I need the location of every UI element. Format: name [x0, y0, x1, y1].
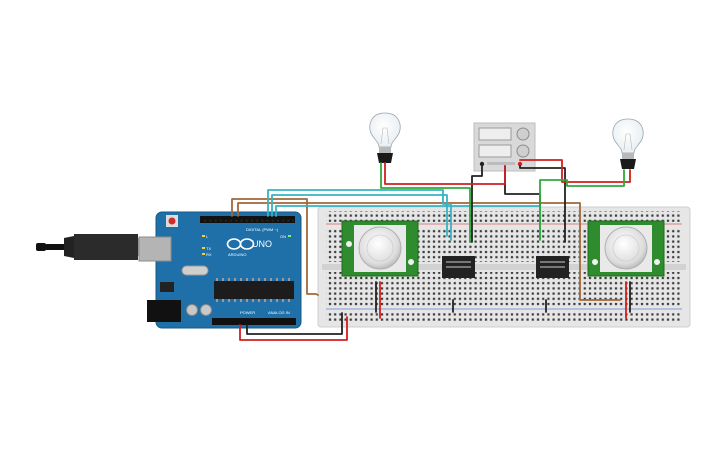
wire-ps-neg-relay-left [471, 165, 483, 243]
analog-header-label: ANALOG IN [268, 310, 290, 315]
led-l [202, 235, 205, 237]
breadboard-top-rail [326, 211, 682, 222]
crystal-oscillator [181, 265, 209, 276]
pir-pot-1 [346, 241, 352, 247]
bulb-base [622, 153, 634, 159]
power-supply-knob-2[interactable] [516, 144, 530, 158]
power-supply-display-1 [478, 127, 512, 141]
breadboard-bottom-strip [326, 272, 682, 306]
bulb-filament [623, 133, 633, 151]
wire-teal-left-2 [271, 194, 448, 237]
relay-marking [446, 261, 471, 263]
pir-dome-ring [366, 234, 394, 262]
pir-sensor-left [341, 220, 419, 277]
capacitor-2 [200, 304, 212, 316]
pir-pot-1 [592, 259, 598, 265]
wire-ps-common [504, 165, 541, 207]
pir-sensor-right [587, 220, 665, 277]
power-analog-header [212, 318, 296, 325]
wire-red-5v [239, 316, 348, 341]
arduino-uno: UNO ARDUINO DIGITAL (PWM ~) POWER ANALOG… [138, 211, 302, 329]
bulb-filament [380, 127, 390, 145]
power-supply-knob-1[interactable] [516, 127, 530, 141]
tx-label: TX [206, 246, 211, 251]
power-supply-display-2 [478, 144, 512, 158]
bulb-right [612, 118, 644, 169]
power-header-label: POWER [240, 310, 255, 315]
usb-plug-body [74, 234, 138, 260]
digital-header-pins [201, 217, 294, 222]
dc-power-jack [147, 300, 181, 322]
wire-teal-left [267, 189, 452, 241]
reset-button-cap[interactable] [168, 217, 176, 225]
voltage-regulator [160, 282, 174, 292]
arduino-infinity-logo [226, 238, 255, 250]
chip-pins [216, 278, 290, 302]
led-tx [202, 247, 205, 249]
bulb-socket [377, 153, 393, 163]
relay-marking [540, 266, 565, 268]
power-supply [473, 122, 536, 172]
wire-green-bulb-left [380, 162, 471, 243]
usb-strain-relief [64, 236, 74, 258]
breadboard-bottom-rail [326, 311, 682, 322]
pir-pot-2 [408, 259, 414, 265]
power-supply-switch[interactable] [487, 162, 515, 165]
wire-red-bulb-left [384, 162, 506, 185]
breadboard-channel [322, 264, 686, 270]
bulb-glass [612, 118, 644, 154]
l-label: L [206, 234, 209, 239]
pir-dome-ring [612, 234, 640, 262]
bulb-glass [369, 112, 401, 148]
digital-header-label: DIGITAL (PWM ~) [246, 227, 279, 232]
relay-marking [540, 261, 565, 263]
wire-brown-right [237, 202, 621, 301]
bulb-base [379, 147, 391, 153]
relay-left [442, 256, 475, 278]
board-model-label: UNO [252, 239, 272, 249]
pir-dome [358, 226, 402, 270]
bulb-left [369, 112, 401, 163]
bulb-socket [620, 159, 636, 169]
on-label: ON [280, 234, 286, 239]
usb-b-jack [138, 236, 172, 262]
wire-green-bulb-right [539, 169, 625, 241]
pir-pot-2 [654, 259, 660, 265]
led-on [288, 235, 291, 237]
board-brand-label: ARDUINO [228, 252, 246, 257]
wire-red-bulb-right [519, 159, 631, 183]
rx-label: RX [206, 252, 212, 257]
wire-black-gnd [246, 312, 343, 335]
wires [231, 159, 631, 341]
led-rx [202, 253, 205, 255]
relay-marking [446, 266, 471, 268]
pir-dome [604, 226, 648, 270]
capacitor-1 [186, 304, 198, 316]
usb-cable-end [36, 243, 46, 251]
atmega-chip [214, 281, 294, 299]
wire-brown-left [231, 198, 319, 296]
relay-right [536, 256, 569, 278]
power-supply-terminal-neg [479, 161, 485, 167]
wire-ps-relay-right [519, 165, 566, 243]
power-supply-terminal-pos [517, 161, 523, 167]
